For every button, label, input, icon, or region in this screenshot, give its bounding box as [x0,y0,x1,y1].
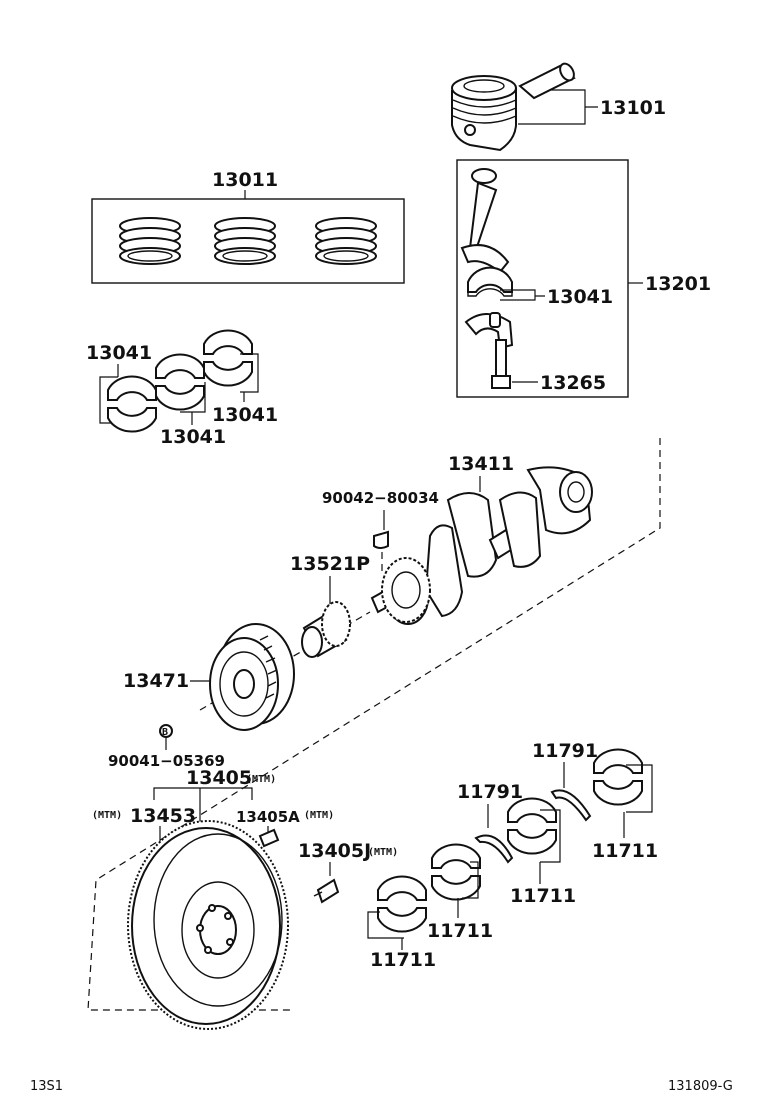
main-bearing-shell-c [203,329,253,387]
piston [451,75,517,152]
label-13405a-suffix: (MTM) [304,810,334,821]
pulley-bolt: B [159,724,173,738]
label-13011: 13011 [212,169,278,191]
label-13201: 13201 [645,273,711,295]
crank-timing-gear [381,557,431,623]
main-bearing-shell-b [155,353,205,411]
main-bearing-a [377,875,427,933]
label-11711-c: 11711 [510,885,576,907]
rod-bearing-shell [467,266,513,297]
leader-11711-b [457,861,479,918]
label-11791-a: 11791 [532,740,598,762]
label-13453-prefix: (MTM) [92,810,122,821]
piston-ring-set-1 [119,217,181,265]
label-13411: 13411 [448,453,514,475]
connecting-rod [460,168,510,274]
thrust-washer-a [550,789,592,822]
label-13405: 13405 [186,767,252,789]
rod-bolt [491,339,511,389]
label-11791-b: 11791 [457,781,523,803]
conrod-box [456,159,629,398]
label-13453: 13453 [130,805,196,827]
label-11711-a: 11711 [370,949,436,971]
label-13471: 13471 [123,670,189,692]
leader-11711-a [367,911,404,950]
label-13405-suffix: (MTM) [246,774,276,785]
label-13041-a: 13041 [86,342,152,364]
ring-set-box [91,198,405,284]
label-13405j: 13405J [298,840,371,862]
footer-right-code: 131809-G [668,1079,733,1094]
leader-13041-c [240,353,259,402]
label-13521p: 13521P [290,553,370,575]
crank-dashed-outline [87,438,661,1011]
label-13101: 13101 [600,97,666,119]
label-13405j-suffix: (MTM) [368,847,398,858]
piston-ring-set-3 [315,217,377,265]
thrust-washer-b [474,834,514,864]
crank-pulley [209,623,295,731]
label-13405a: 13405A [236,808,300,826]
leader-13041-b [180,382,206,425]
label-90042-80034: 90042−80034 [322,489,439,507]
leader-13041-a [99,364,119,424]
leader-13041-rod [500,289,545,301]
leader-11711-c [539,809,561,884]
label-11711-d: 11711 [592,840,658,862]
main-bearing-b [431,843,481,901]
label-13265: 13265 [540,372,606,394]
bolt-mark: B [162,727,168,738]
leader-11711-d [623,764,653,838]
main-bearing-d [593,748,643,806]
crank-gear [301,601,351,658]
flywheel-bolt [313,878,340,904]
footer-left-code: 13S1 [30,1079,63,1094]
crank-key [373,530,389,549]
leader-13101 [518,89,598,125]
label-13041-b: 13041 [160,426,226,448]
flywheel [127,820,289,1030]
label-13041-c: 13041 [212,404,278,426]
label-13041-rod: 13041 [547,286,613,308]
label-11711-b: 11711 [427,920,493,942]
label-90041-05369: 90041−05369 [108,752,225,770]
piston-ring-set-2 [214,217,276,265]
piston-pin [518,62,576,100]
main-bearing-c [507,797,557,855]
main-bearing-shell-a [107,375,157,433]
dowel-pin [258,828,280,848]
